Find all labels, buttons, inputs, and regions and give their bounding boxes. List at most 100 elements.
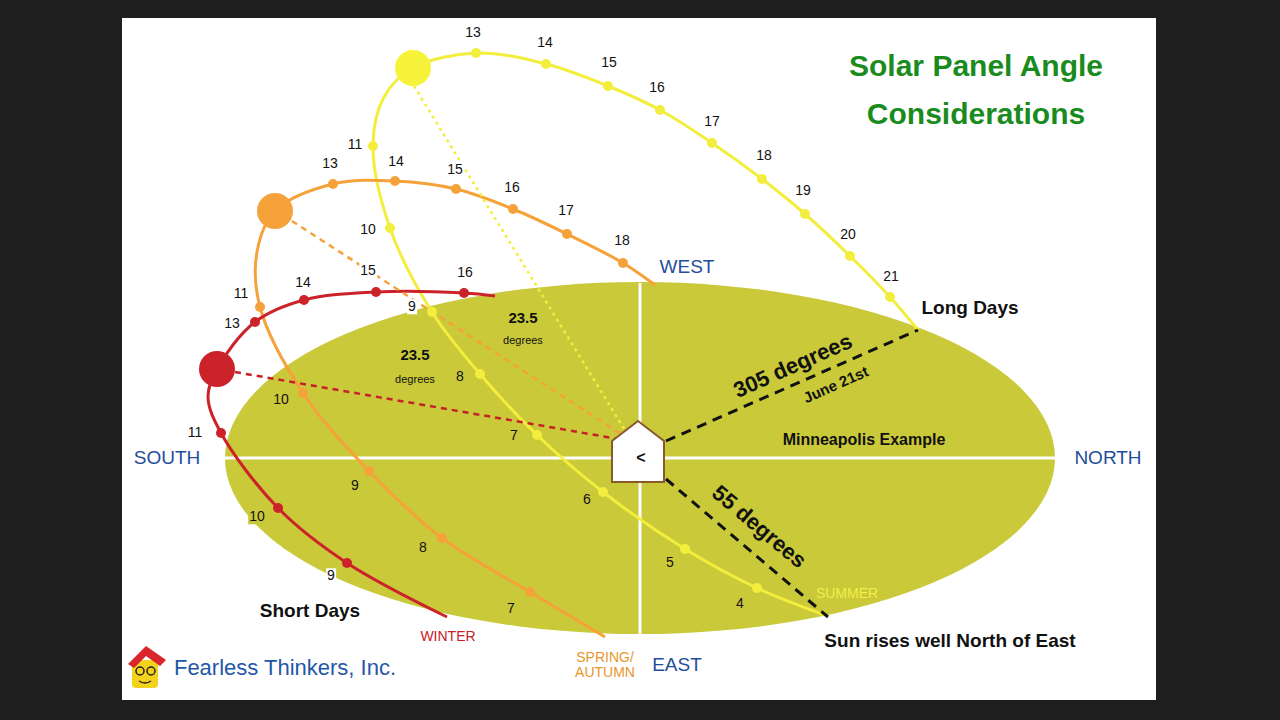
compass-label: WEST [658, 257, 717, 278]
hour-label: 16 [648, 80, 666, 95]
hour-dot [250, 317, 260, 327]
angle-label: degrees [394, 373, 436, 385]
hour-dot [800, 209, 810, 219]
sun-paths [208, 53, 918, 637]
hour-label: 16 [503, 180, 521, 195]
hour-label: 10 [272, 392, 290, 407]
logo-glasses [147, 667, 155, 675]
hour-dot [364, 466, 374, 476]
note-label: Minneapolis Example [781, 431, 948, 449]
hour-dot [385, 223, 395, 233]
hour-label: 14 [387, 154, 405, 169]
hour-label: 8 [455, 369, 465, 384]
azimuth-line [666, 479, 828, 617]
angle-label: 23.5 [507, 310, 538, 327]
hour-dot [451, 184, 461, 194]
hour-label: 19 [794, 183, 812, 198]
title: Solar Panel Angle Considerations [826, 42, 1126, 138]
logo-hair [128, 646, 166, 668]
hour-dot [328, 179, 338, 189]
compass-label: EAST [650, 655, 704, 676]
logo-icon [128, 646, 166, 688]
hour-dot [371, 287, 381, 297]
note-label: Sun rises well North of East [822, 631, 1077, 652]
hour-dot [655, 105, 665, 115]
equinox-sun [257, 193, 293, 229]
hour-dot [541, 59, 551, 69]
hour-dot [475, 369, 485, 379]
hour-label: 15 [600, 55, 618, 70]
hour-dot [471, 48, 481, 58]
hour-dot [562, 229, 572, 239]
hour-label: 7 [509, 428, 519, 443]
hour-dot [427, 307, 437, 317]
hour-dot [680, 544, 690, 554]
house-icon [612, 421, 664, 482]
sun-path [208, 291, 495, 617]
hour-label: 13 [223, 316, 241, 331]
hour-label: 8 [418, 540, 428, 555]
hour-label: 4 [735, 596, 745, 611]
hour-dot [390, 176, 400, 186]
hour-dots [216, 48, 895, 597]
logo-text: Fearless Thinkers, Inc. [174, 656, 396, 680]
compass-label: NORTH [1072, 448, 1143, 469]
season-label: SPRING/ AUTUMN [573, 650, 637, 681]
hour-dot [273, 503, 283, 513]
hour-dot [707, 138, 717, 148]
hour-label: 11 [347, 137, 364, 152]
sun-ray [292, 221, 624, 436]
hour-label: 18 [613, 233, 631, 248]
hour-label: 15 [359, 263, 377, 278]
logo-glasses [136, 667, 144, 675]
hour-dot [532, 430, 542, 440]
hour-dot [255, 302, 265, 312]
hour-label: 11 [233, 286, 250, 301]
white-panel [122, 18, 1156, 700]
season-label: SUMMER [814, 586, 880, 601]
angle-label: degrees [502, 334, 544, 346]
hour-dot [437, 533, 447, 543]
hour-dot [525, 587, 535, 597]
hour-dot [618, 258, 628, 268]
winter-sun [199, 351, 235, 387]
hour-dot [368, 141, 378, 151]
azimuth-line [666, 330, 918, 441]
hour-label: 6 [582, 492, 592, 507]
hour-label: 9 [407, 299, 417, 314]
hour-label: 21 [882, 269, 900, 284]
logo-smile [139, 681, 151, 683]
hour-dot [216, 428, 226, 438]
angle-label: 55 degrees [706, 479, 813, 574]
hour-label: 18 [755, 148, 773, 163]
hour-label: 20 [839, 227, 857, 242]
note-label: Short Days [258, 601, 362, 622]
hour-dot [299, 295, 309, 305]
hour-dot [603, 81, 613, 91]
hour-label: 13 [321, 156, 339, 171]
season-label: WINTER [418, 629, 477, 644]
hour-label: 16 [456, 265, 474, 280]
sun-ray [235, 372, 624, 440]
sun-path [255, 180, 655, 637]
sun-ray [414, 86, 626, 432]
compass-label: SOUTH [132, 448, 203, 469]
hour-label: 5 [665, 555, 675, 570]
hour-label: 13 [464, 25, 482, 40]
house-mark: < [636, 449, 645, 467]
hour-label: 9 [326, 568, 336, 583]
hour-dot [752, 583, 762, 593]
hour-label: 11 [187, 425, 204, 440]
hour-label: 14 [536, 35, 554, 50]
note-label: Long Days [919, 298, 1020, 319]
hour-label: 10 [359, 222, 377, 237]
hour-label: 17 [557, 203, 575, 218]
hour-label: 9 [350, 478, 360, 493]
hour-dot [757, 174, 767, 184]
hour-label: 17 [703, 114, 721, 129]
summer-sun [395, 50, 431, 86]
hour-dot [342, 558, 352, 568]
